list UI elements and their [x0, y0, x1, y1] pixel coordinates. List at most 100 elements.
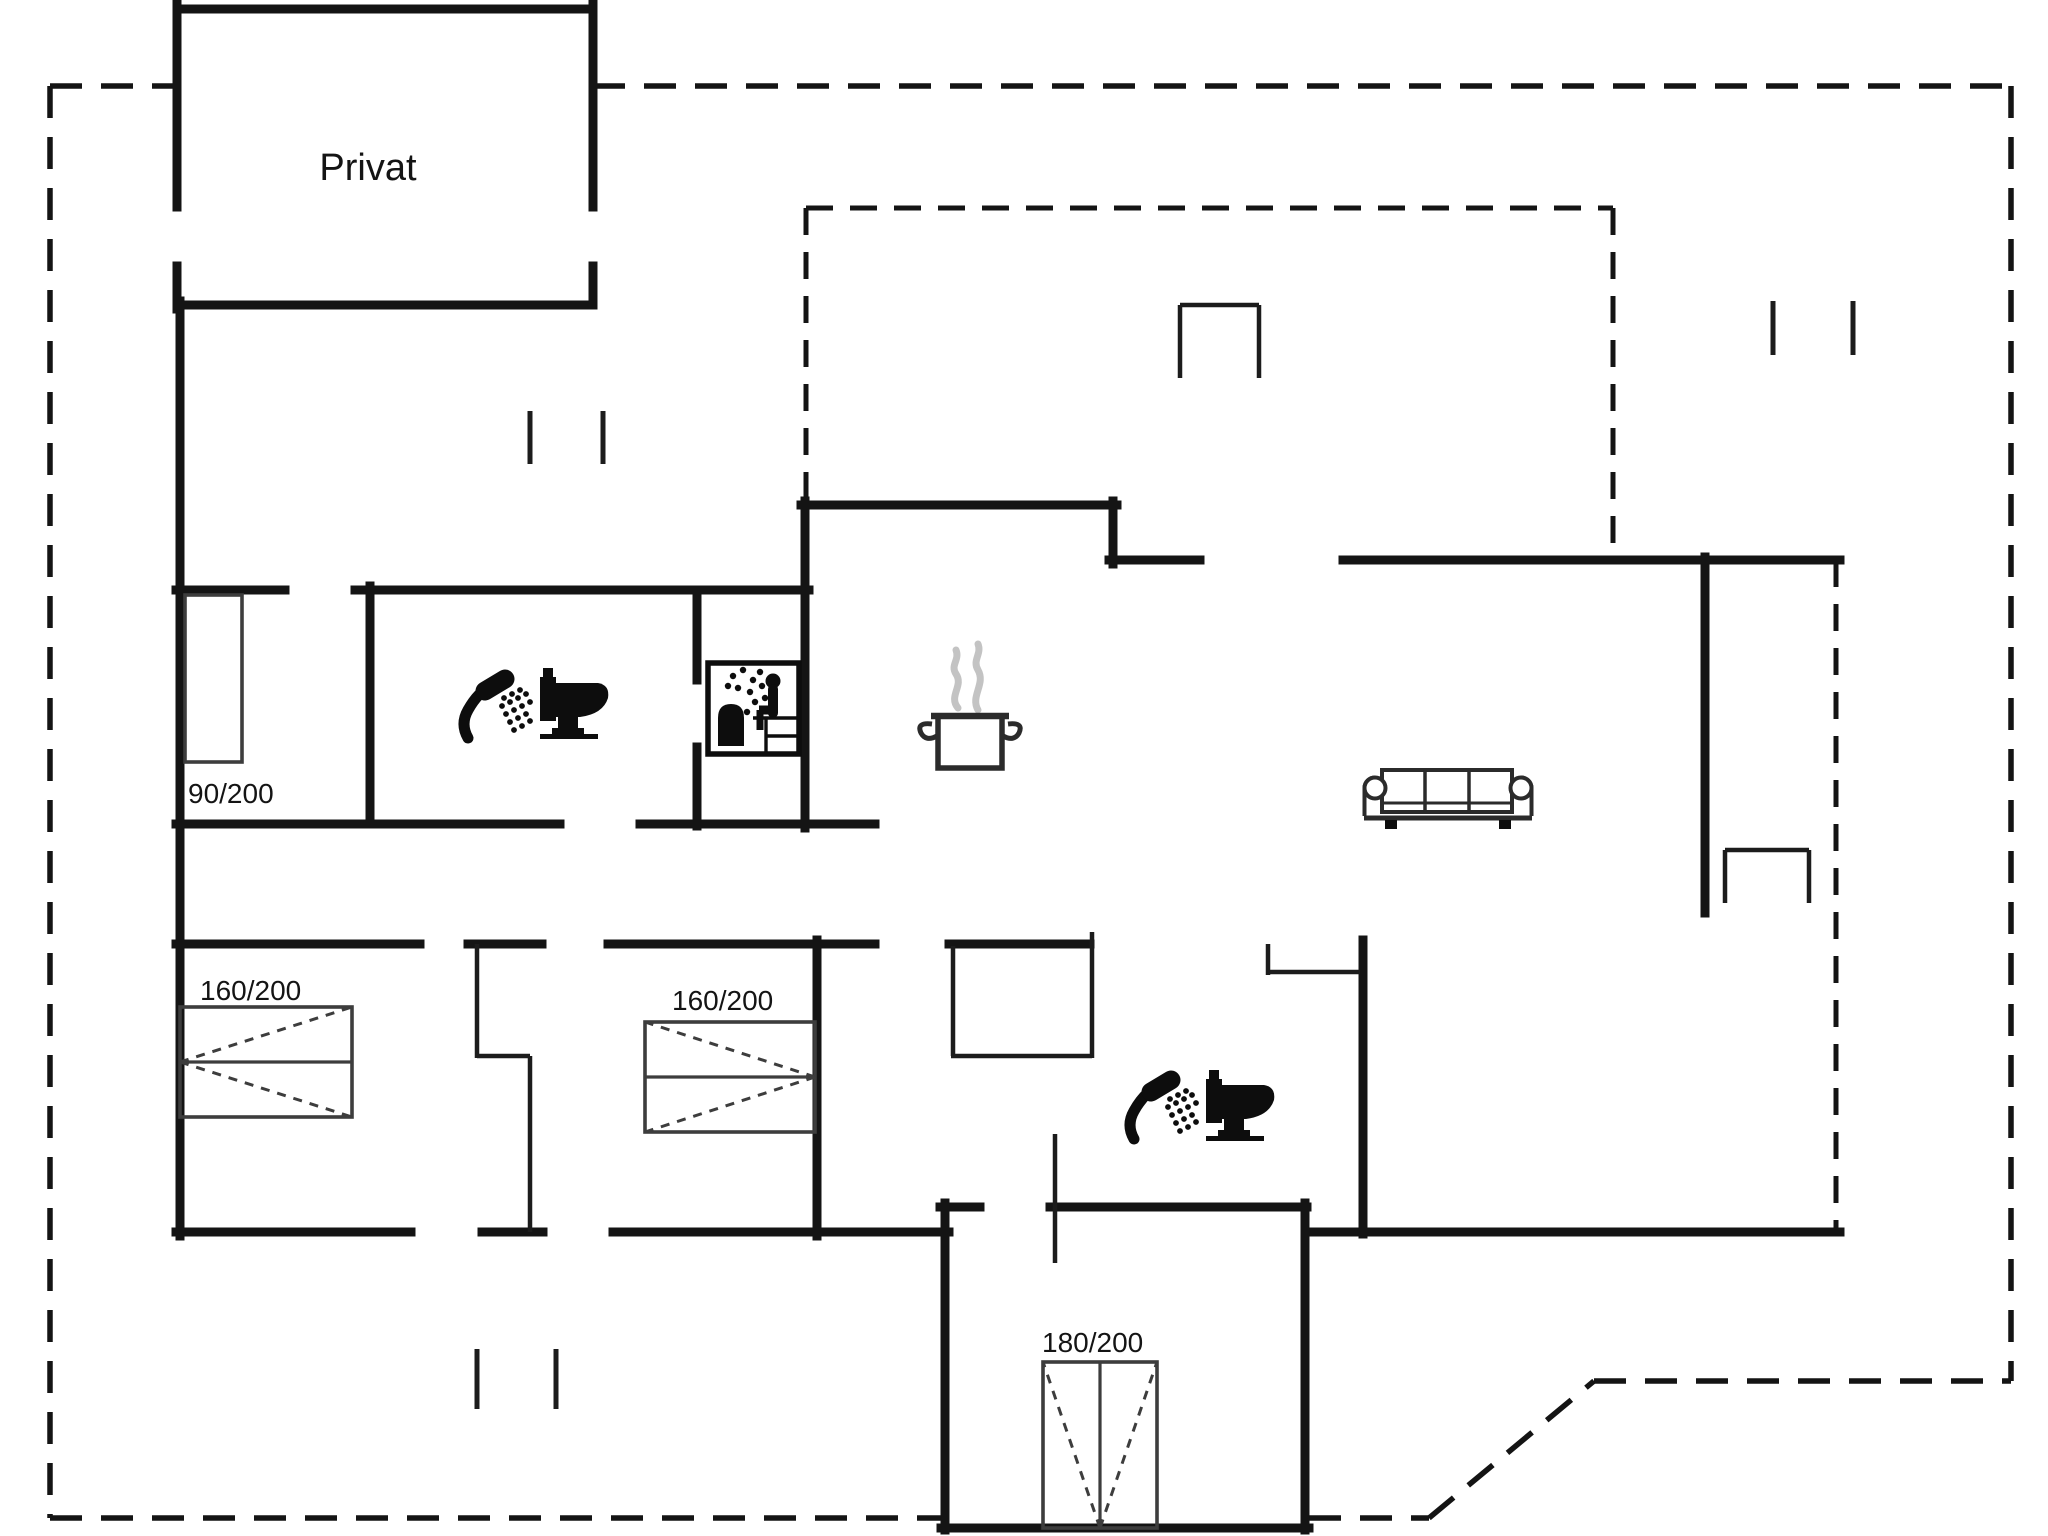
sofa-back — [1380, 768, 1514, 814]
shower-icon-bathroom-2 — [1124, 1070, 1199, 1145]
shower-spray-dot — [1167, 1096, 1173, 1102]
terrace-boundary-layer — [47, 83, 2014, 1521]
sauna-person-head — [765, 673, 781, 689]
shower-spray-dot — [499, 703, 505, 709]
shower-spray-dot — [527, 699, 533, 705]
sofa-leg — [1385, 820, 1397, 829]
shower-spray-dot — [523, 711, 529, 717]
sauna-steam-dot — [739, 666, 747, 674]
shower-spray-dot — [517, 687, 523, 693]
toilet-icon-bathroom-1 — [540, 668, 609, 739]
shower-spray-dot — [527, 718, 533, 724]
sauna-steam-dot — [749, 676, 757, 684]
sauna-steam-dot — [724, 682, 732, 690]
bed-180x200 — [1041, 1360, 1159, 1530]
shower-spray-dot — [1173, 1100, 1179, 1106]
shower-spray-dot — [1177, 1108, 1183, 1114]
shower-spray-dot — [511, 727, 517, 733]
bed-160x200-middle-diagonal — [644, 1020, 816, 1079]
shower-spray-dot — [1181, 1096, 1187, 1102]
shower-spray-dot — [1193, 1119, 1199, 1125]
bed-size-label-180-200: 180/200 — [1042, 1327, 1143, 1358]
sauna-steam-dot — [734, 684, 742, 692]
shower-head — [475, 669, 515, 701]
shower-spray-dot — [1185, 1124, 1191, 1130]
shower-spray-dot — [519, 703, 525, 709]
shower-spray-dot — [1173, 1120, 1179, 1126]
shower-spray-dot — [503, 711, 509, 717]
steam-wisp — [950, 646, 962, 712]
toilet-button — [543, 668, 553, 678]
sofa-leg — [1499, 820, 1511, 829]
bed-160x200-left — [178, 1005, 354, 1119]
shower-spray-dot — [515, 695, 521, 701]
shower-spray-dot — [1181, 1116, 1187, 1122]
toilet-bowl — [556, 683, 609, 717]
bed-90x200 — [183, 593, 244, 764]
terrace-boundary-outer — [1427, 1378, 1596, 1521]
shower-spray-dot — [519, 723, 525, 729]
shower-spray-dot — [1175, 1092, 1181, 1098]
toilet-icon-bathroom-2 — [1206, 1070, 1275, 1141]
stove-pot-icon — [917, 640, 1023, 771]
pot-handle-left — [917, 721, 939, 741]
pot-handle-right — [1001, 721, 1023, 741]
sauna-steam-dot — [746, 688, 754, 696]
toilet-foot — [552, 728, 584, 734]
steam-wisp — [972, 640, 984, 714]
sofa-arm-scroll-left — [1362, 775, 1388, 801]
bed-size-label-160-200-left: 160/200 — [200, 975, 301, 1006]
shower-spray-dot — [1169, 1112, 1175, 1118]
sofa-icon — [1362, 768, 1534, 829]
bed-160x200-middle-diagonal — [644, 1075, 816, 1134]
bed-160x200-left-diagonal — [179, 1060, 353, 1119]
shower-spray-dot — [501, 695, 507, 701]
sauna-steam-dot — [756, 668, 764, 676]
sauna-steam-dot — [758, 682, 766, 690]
bed-size-label-160-200-mid: 160/200 — [672, 985, 773, 1016]
shower-spray-dot — [507, 719, 513, 725]
shower-spray-dot — [511, 707, 517, 713]
shower-spray-dot — [1177, 1128, 1183, 1134]
sauna-steam-dot — [751, 698, 759, 706]
bed-180x200-diagonal — [1098, 1361, 1159, 1529]
sofa-arm-scroll-right — [1508, 775, 1534, 801]
shower-spray-dot — [523, 691, 529, 697]
sauna-icon — [705, 660, 802, 757]
sauna-steam-dot — [729, 672, 737, 680]
toilet-bowl — [1222, 1085, 1275, 1119]
shower-spray-dot — [509, 691, 515, 697]
toilet-floor-line — [1206, 1136, 1264, 1141]
toilet-button — [1209, 1070, 1219, 1080]
shower-head — [1141, 1070, 1181, 1102]
sauna-steam-dot — [743, 708, 751, 716]
shower-spray-dot — [1189, 1092, 1195, 1098]
bed-160x200-left-diagonal — [179, 1005, 353, 1064]
walls-layer — [171, 0, 1856, 1535]
shower-spray-dot — [515, 715, 521, 721]
shower-spray-dot — [1185, 1104, 1191, 1110]
shower-icon-bathroom-1 — [458, 669, 533, 744]
icons-layer — [458, 640, 1534, 1145]
bed-160x200-middle — [643, 1020, 817, 1134]
toilet-pedestal — [558, 716, 578, 730]
toilet-floor-line — [540, 734, 598, 739]
shower-spray-dot — [507, 699, 513, 705]
toilet-foot — [1218, 1130, 1250, 1136]
bed-180x200-diagonal — [1041, 1361, 1102, 1529]
shower-spray-dot — [1189, 1112, 1195, 1118]
shower-spray-dot — [1183, 1088, 1189, 1094]
pot-body — [935, 713, 1005, 771]
shower-spray-dot — [1165, 1104, 1171, 1110]
beds-layer — [178, 593, 1159, 1530]
toilet-pedestal — [1224, 1118, 1244, 1132]
sauna-steam-dot — [761, 694, 769, 702]
toilet-tank — [540, 677, 556, 721]
room-label-privat: Privat — [319, 147, 417, 189]
sauna-heater — [718, 704, 744, 746]
shower-spray-dot — [1193, 1100, 1199, 1106]
